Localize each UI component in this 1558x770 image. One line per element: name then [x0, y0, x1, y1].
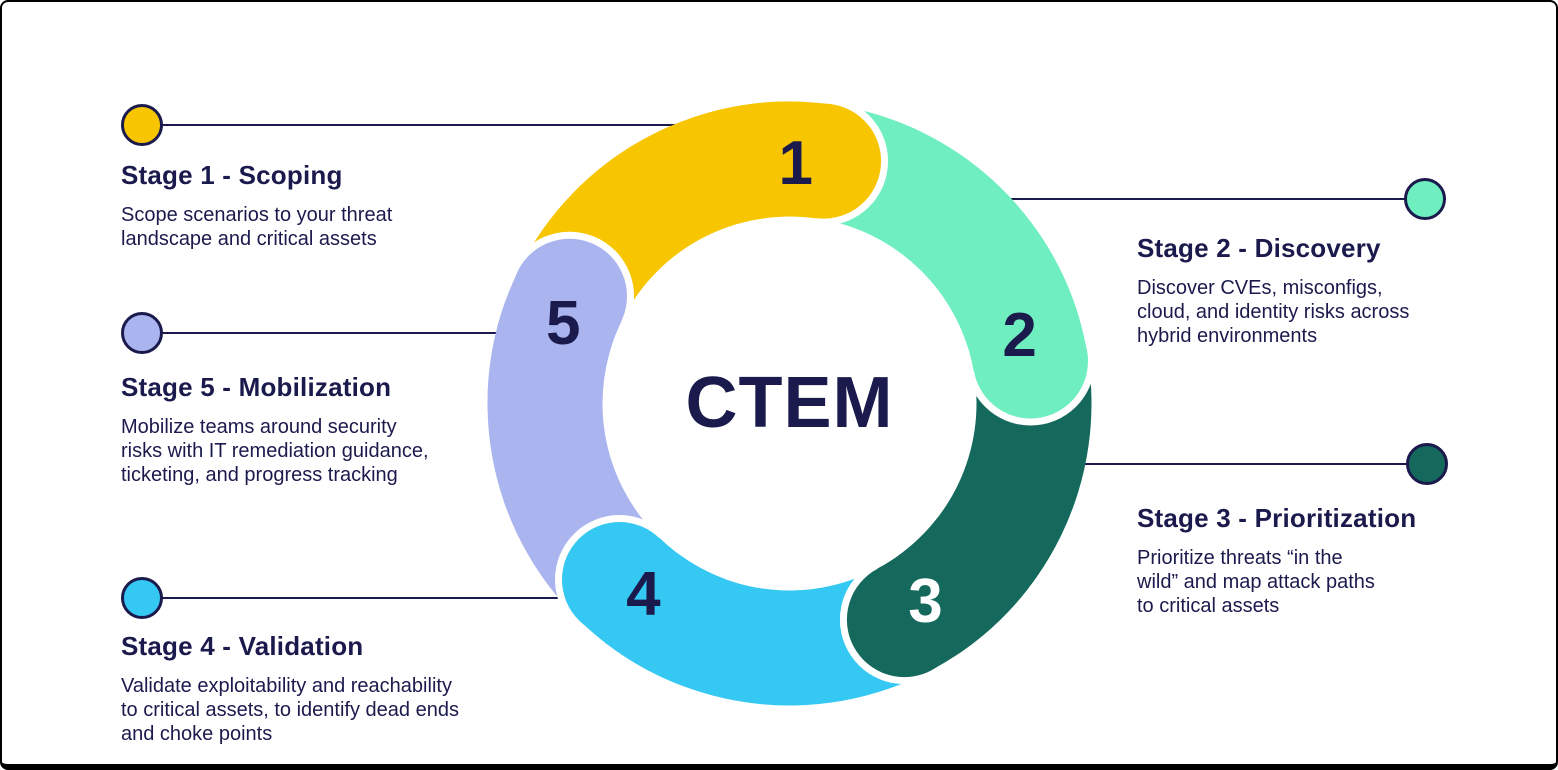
stage-number-5: 5: [546, 289, 580, 358]
stage-5-description-line: ticketing, and progress tracking: [121, 464, 398, 486]
stage-4-description-line: Validate exploitability and reachability: [121, 675, 452, 697]
stage-4-block: Stage 4 - Validation Validate exploitabi…: [121, 631, 459, 746]
ring-cap-3: [846, 562, 962, 678]
stage-2-description-line: cloud, and identity risks across: [1137, 301, 1410, 323]
stage-number-2: 2: [1002, 301, 1036, 370]
stage-1-description-line: landscape and critical assets: [121, 228, 377, 250]
stage-3-description-line: Prioritize threats “in the: [1137, 547, 1343, 569]
stage-5-description: Mobilize teams around security risks wit…: [121, 415, 429, 487]
stage-5-block: Stage 5 - Mobilization Mobilize teams ar…: [121, 372, 429, 487]
stage-3-block: Stage 3 - Prioritization Prioritize thre…: [1137, 503, 1416, 618]
stage-1-description: Scope scenarios to your threat landscape…: [121, 203, 392, 251]
stage-5-title: Stage 5 - Mobilization: [121, 372, 392, 402]
stage-3-dot: [1406, 443, 1448, 485]
stage-1-block: Stage 1 - Scoping Scope scenarios to you…: [121, 160, 392, 251]
stage-3-description-line: to critical assets: [1137, 595, 1280, 617]
stage-2-description-line: hybrid environments: [1137, 325, 1318, 347]
stage-5-description-line: Mobilize teams around security: [121, 416, 397, 438]
stage-4-dot: [121, 577, 163, 619]
ring-cap-2: [973, 303, 1089, 419]
stage-number-1: 1: [779, 129, 813, 198]
ring-cap-5: [512, 238, 628, 354]
stage-5-dot: [121, 312, 163, 354]
stage-2-title: Stage 2 - Discovery: [1137, 233, 1381, 263]
stage-number-3: 3: [908, 567, 942, 636]
ring-cap-4: [561, 522, 677, 638]
stage-1-description-line: Scope scenarios to your threat: [121, 204, 393, 226]
stage-1-title: Stage 1 - Scoping: [121, 160, 343, 190]
stage-4-description-line: and choke points: [121, 723, 273, 745]
stage-2-dot: [1404, 178, 1446, 220]
stage-2-block: Stage 2 - Discovery Discover CVEs, misco…: [1137, 233, 1409, 348]
stage-number-4: 4: [626, 559, 661, 628]
stage-3-description: Prioritize threats “in the wild” and map…: [1137, 546, 1416, 618]
callouts: [121, 104, 1448, 619]
stage-3-title: Stage 3 - Prioritization: [1137, 503, 1417, 533]
ring-center-label: CTEM: [685, 363, 894, 443]
stage-4-description-line: to critical assets, to identify dead end…: [121, 699, 459, 721]
ring-cap-1: [766, 103, 882, 219]
stage-2-description: Discover CVEs, misconfigs, cloud, and id…: [1137, 276, 1409, 348]
stage-4-title: Stage 4 - Validation: [121, 631, 364, 661]
stage-5-description-line: risks with IT remediation guidance,: [121, 440, 429, 462]
stage-4-description: Validate exploitability and reachability…: [121, 674, 459, 746]
stage-2-description-line: Discover CVEs, misconfigs,: [1137, 277, 1383, 299]
stage-3-description-line: wild” and map attack paths: [1137, 571, 1375, 593]
ring-segments: 1 2 3 4 5: [487, 96, 1096, 706]
stage-1-dot: [121, 104, 163, 146]
